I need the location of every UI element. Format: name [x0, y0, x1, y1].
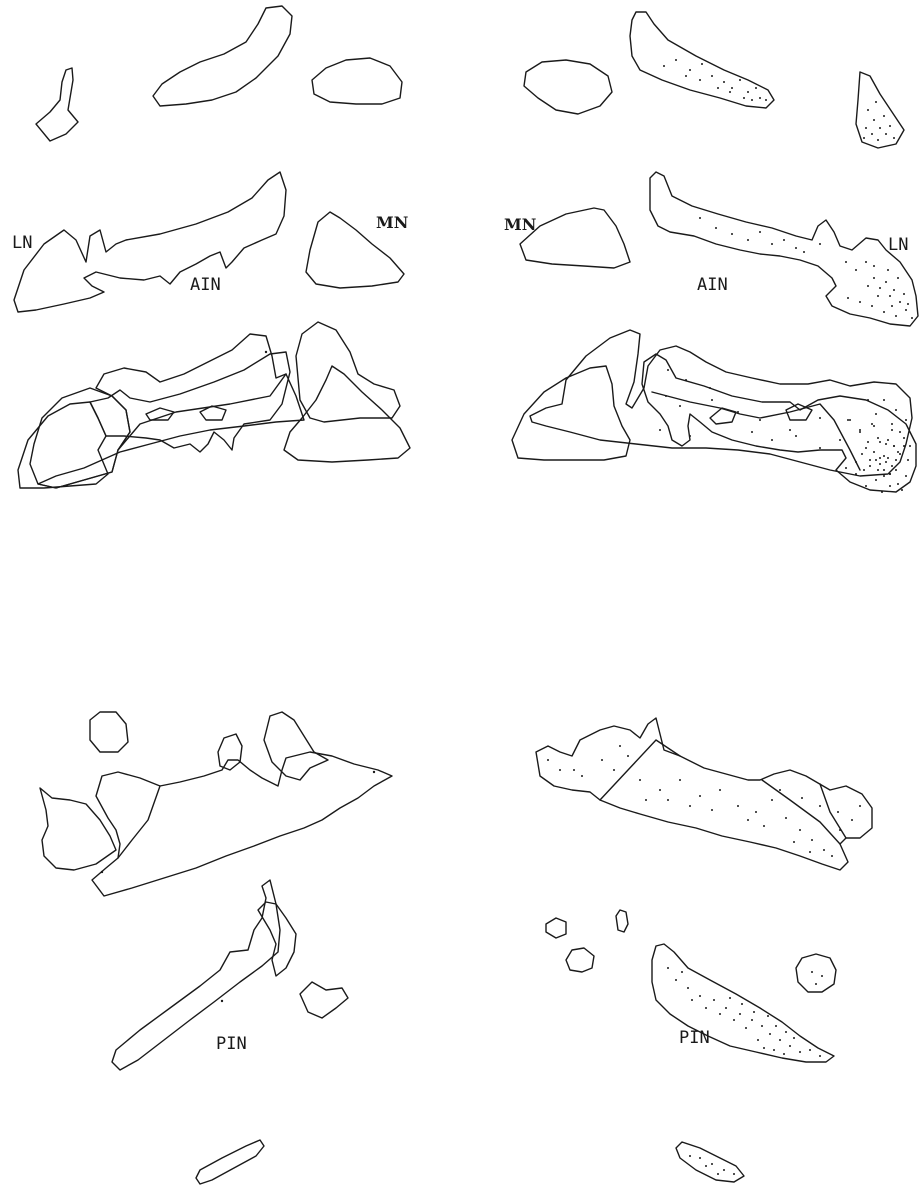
stipple-section4-tip — [659, 369, 907, 475]
section6-right-small-oval-1 — [546, 918, 566, 938]
section3-right-mn-nucleus — [512, 366, 630, 460]
section-4-right — [530, 330, 912, 476]
section2-left-ln-ain-complex — [14, 172, 286, 312]
section1-right-oval-nucleus — [524, 60, 612, 114]
section-6-right: PIN — [546, 910, 836, 1062]
section6-left-small-nucleus — [300, 982, 348, 1018]
section-2-left: LN AIN MN — [12, 172, 408, 312]
stipple-section2-ln — [699, 217, 913, 319]
section6-left-pin-nucleus — [112, 880, 280, 1070]
section5-left-small-inclusion — [218, 734, 242, 770]
label-pin-left: PIN — [216, 1034, 247, 1054]
section5-left-divider-line — [118, 786, 160, 858]
section7-right-rod-nucleus — [676, 1142, 744, 1182]
label-ain-left: AIN — [190, 275, 221, 295]
section-1-right — [524, 12, 904, 148]
label-ain-right: AIN — [697, 275, 728, 295]
section6-right-small-oval-2 — [616, 910, 628, 932]
section2-right-mn-nucleus — [520, 208, 630, 268]
label-mn-right: MN — [504, 215, 536, 234]
section4-right-complex — [530, 330, 912, 476]
section-5-left — [40, 712, 392, 896]
section4-left-mn-nucleus — [296, 322, 400, 422]
section1-left-small-nucleus — [36, 68, 78, 141]
section5-left-main-complex — [92, 752, 392, 896]
section1-right-elongate-nucleus — [630, 12, 774, 108]
section3-right-ln-ain-complex — [642, 354, 916, 492]
stipple-section5 — [547, 745, 861, 857]
section6-right-round-nucleus — [796, 954, 836, 992]
section3-left-ain-complex — [90, 352, 290, 452]
section-7-left — [196, 1140, 264, 1184]
section6-right-small-oval-3 — [566, 948, 594, 972]
label-pin-right: PIN — [679, 1028, 710, 1048]
section1-left-oval-nucleus — [312, 58, 402, 104]
section2-right-ln-ain-complex — [650, 172, 918, 326]
section-4-left — [30, 322, 400, 488]
section6-left-round-nucleus — [90, 712, 128, 752]
stipple-section1-small — [863, 101, 895, 141]
label-mn-left: MN — [376, 213, 408, 232]
section-5-right — [536, 718, 872, 870]
section4-left-divider-line — [118, 374, 286, 450]
section3-left-mn-nucleus — [284, 366, 410, 462]
section5-right-complex — [536, 718, 872, 870]
section1-left-elongate-nucleus — [153, 6, 292, 106]
section-1-left — [36, 6, 402, 141]
section1-right-small-nucleus — [856, 72, 904, 148]
section-3-right — [512, 354, 916, 493]
label-ln-right: LN — [888, 235, 908, 255]
section-7-right — [676, 1142, 744, 1182]
section3-left-ln-nucleus — [18, 402, 108, 488]
section7-left-rod-nucleus — [196, 1140, 264, 1184]
section5-left-round-nucleus — [40, 788, 116, 870]
label-ln: LN — [12, 233, 32, 253]
section4-right-small-inclusion-1 — [710, 408, 736, 424]
section-2-right: MN AIN LN — [504, 172, 918, 326]
stipple-section7 — [689, 1155, 735, 1175]
section-6-left: PIN — [90, 712, 348, 1070]
section5-left-mn-arm — [264, 712, 328, 780]
section4-right-divider-line — [652, 392, 860, 470]
section5-right-divider-lines — [600, 740, 846, 844]
